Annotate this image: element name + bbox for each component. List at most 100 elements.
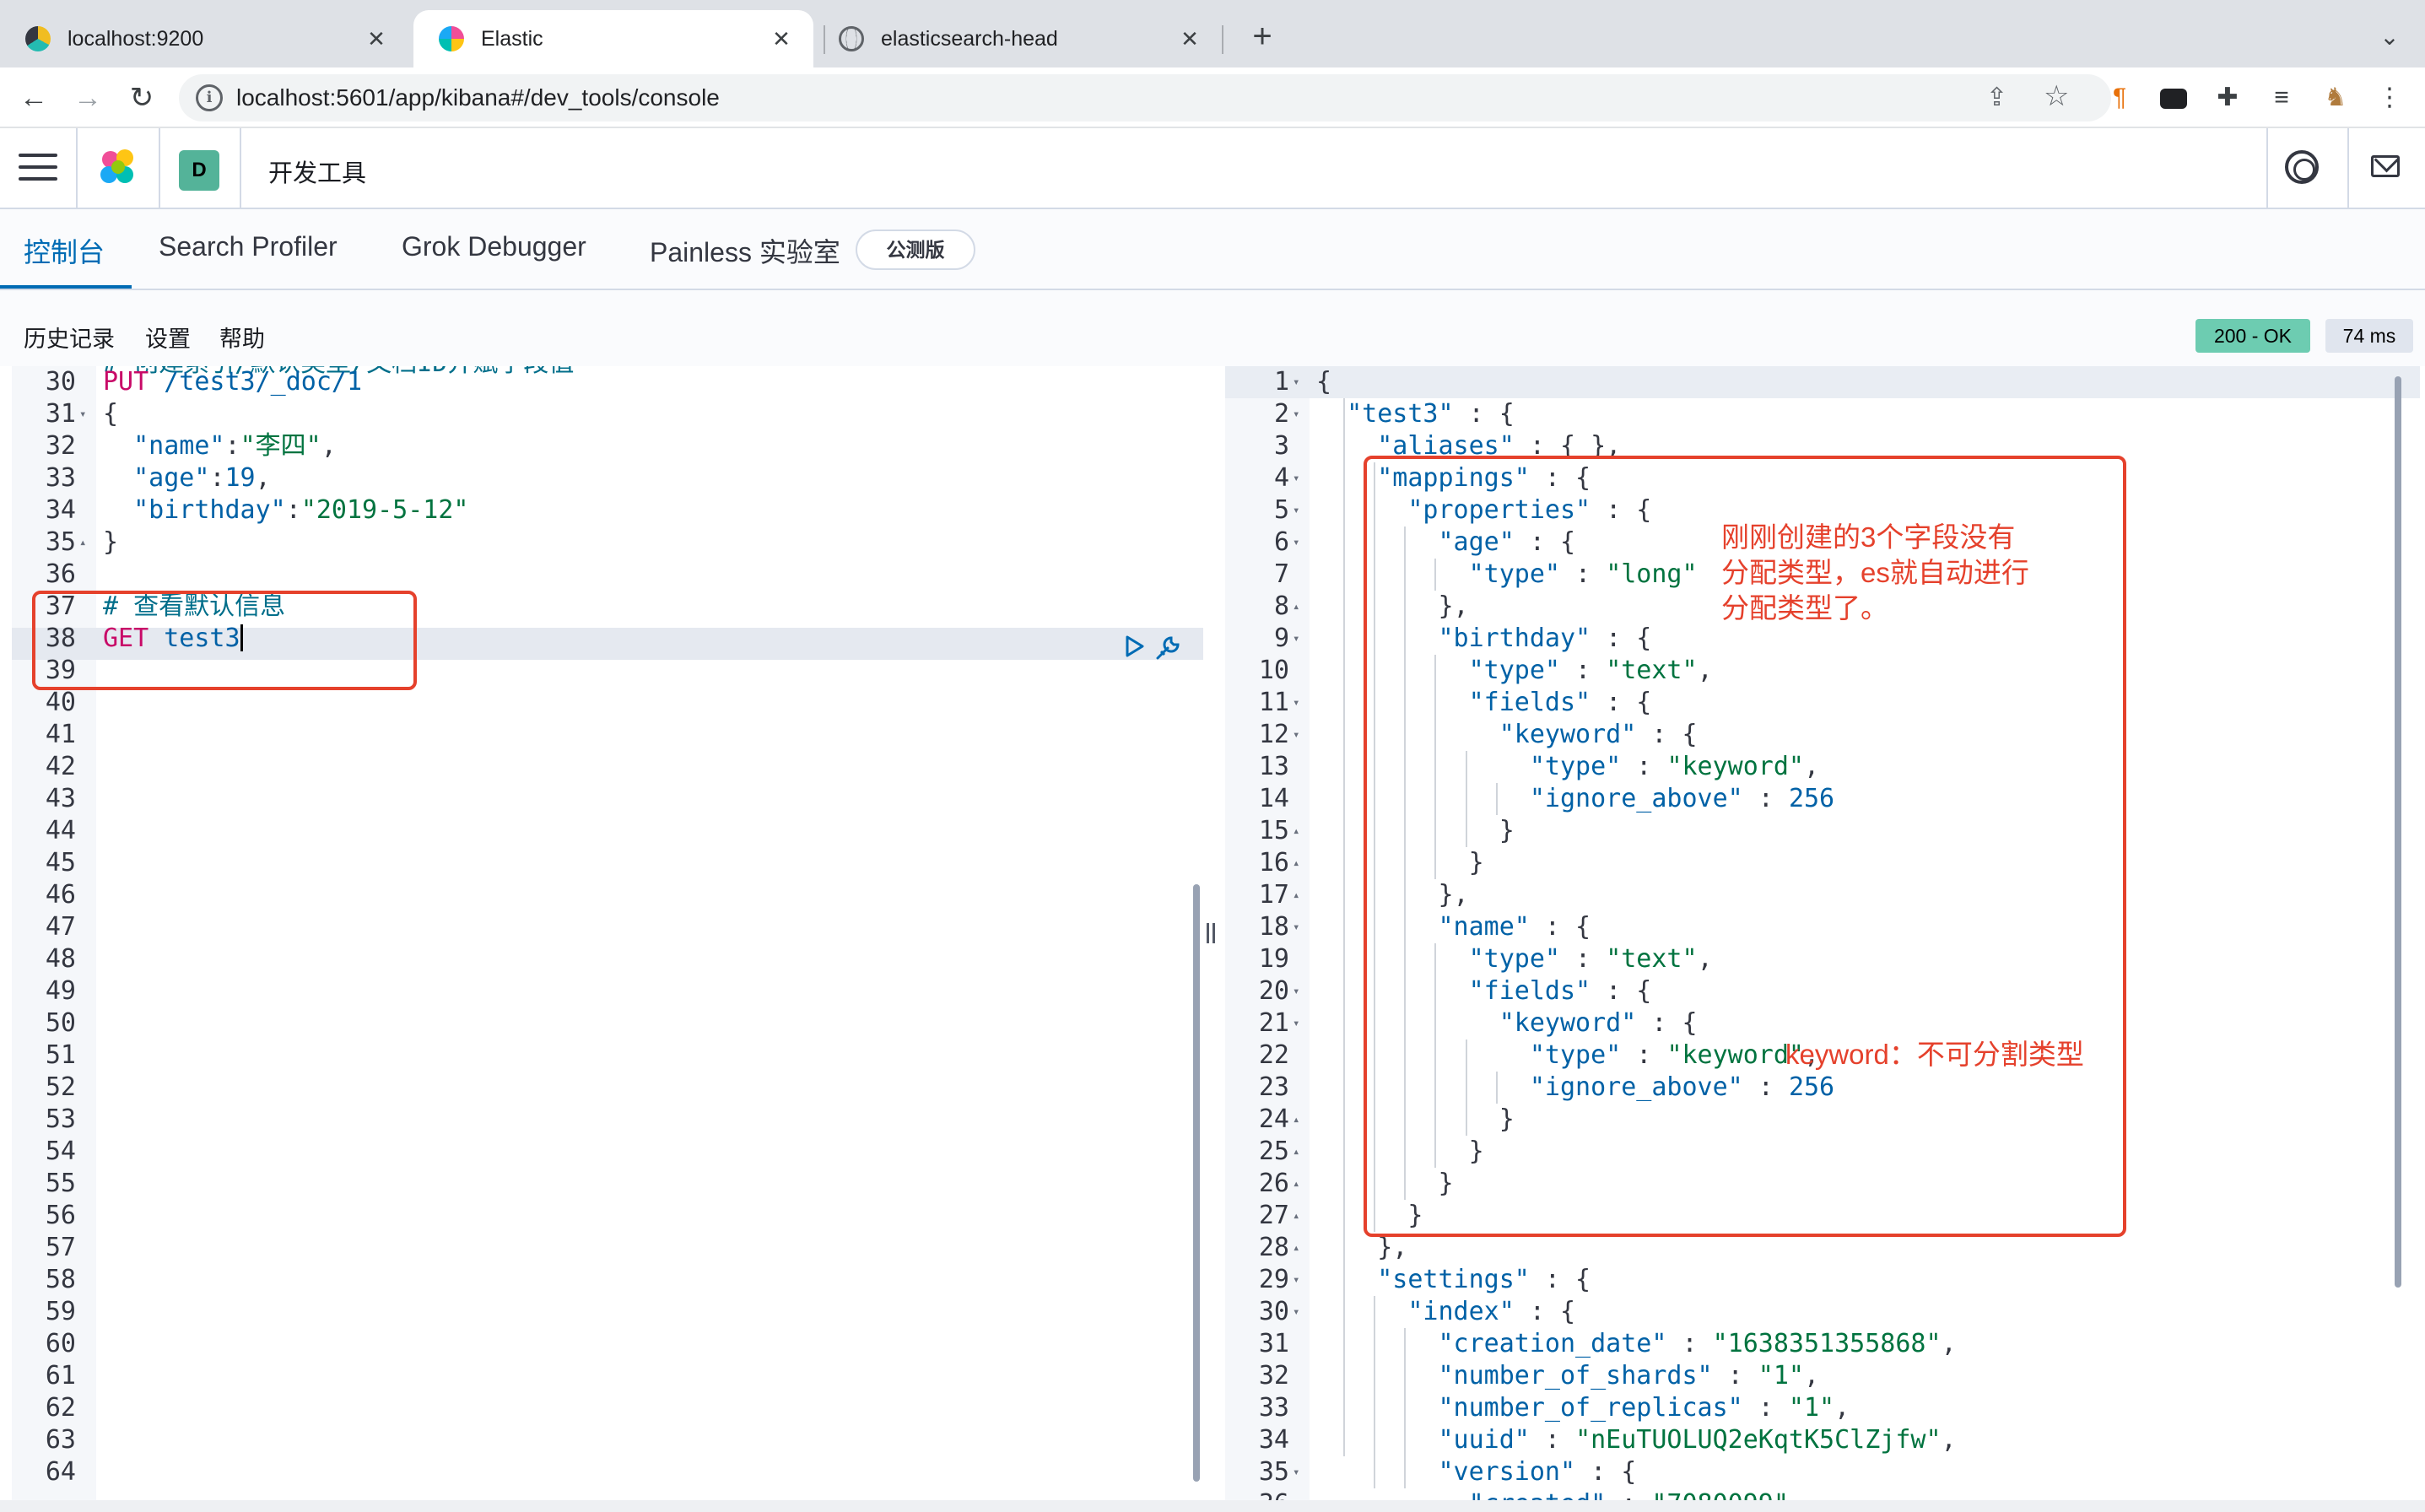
fold-close-icon[interactable]: ▴: [1293, 600, 1300, 613]
fold-open-icon[interactable]: ▾: [1293, 375, 1300, 389]
help-lifebuoy-icon[interactable]: [2285, 150, 2319, 184]
space-avatar[interactable]: D: [179, 150, 219, 191]
app-title-breadcrumb[interactable]: 开发工具: [268, 160, 367, 187]
help-link[interactable]: 帮助: [219, 327, 265, 352]
fold-close-icon[interactable]: ▴: [1293, 1209, 1300, 1223]
code-token: }: [1316, 848, 1484, 878]
chevron-down-icon[interactable]: ⌄: [2379, 24, 2400, 50]
browser-tab-localhost-9200[interactable]: localhost:9200 ✕: [0, 10, 408, 68]
fold-close-icon[interactable]: ▴: [1293, 1177, 1300, 1191]
fold-open-icon[interactable]: ▾: [1293, 985, 1300, 998]
elastic-logo-icon[interactable]: [96, 147, 140, 191]
close-icon[interactable]: ✕: [1180, 25, 1199, 51]
code-token: ,: [1804, 752, 1820, 781]
fold-open-icon[interactable]: ▾: [1293, 921, 1300, 934]
share-icon[interactable]: ⇪: [1986, 84, 2008, 111]
output-scrollbar[interactable]: [2395, 376, 2401, 1288]
fold-open-icon[interactable]: ▾: [1293, 1305, 1300, 1319]
reload-icon[interactable]: ↻: [129, 82, 154, 114]
fold-open-icon[interactable]: ▾: [1293, 1017, 1300, 1030]
history-link[interactable]: 历史记录: [24, 327, 115, 352]
line-number: 36: [45, 559, 76, 589]
line-number: 64: [45, 1457, 76, 1487]
fold-open-icon[interactable]: ▾: [1293, 1466, 1300, 1479]
settings-link[interactable]: 设置: [145, 327, 191, 352]
code-token: "number_of_shards": [1438, 1361, 1713, 1390]
code-line-partial: # 创建索引/默认类型/文档ID并赋予段值: [103, 366, 574, 380]
line-number: 60: [45, 1329, 76, 1358]
wrench-icon[interactable]: [1153, 633, 1183, 663]
tab-title: localhost:9200: [68, 26, 204, 51]
code-token: },: [1316, 880, 1469, 910]
forward-icon[interactable]: →: [73, 82, 102, 114]
fold-close-icon[interactable]: ▴: [1293, 1145, 1300, 1158]
response-output[interactable]: 1▾{2▾ "test3" : {3 "aliases" : { },4▾ "m…: [1225, 366, 2420, 1500]
line-number: 46: [45, 880, 76, 910]
browser-tab-elasticsearch-head[interactable]: elasticsearch-head ✕: [813, 10, 1222, 68]
fold-close-icon[interactable]: ▴: [1293, 1113, 1300, 1126]
close-icon[interactable]: ✕: [772, 25, 791, 51]
tab-grok-debugger[interactable]: Grok Debugger: [402, 231, 586, 262]
address-bar[interactable]: i localhost:5601/app/kibana#/dev_tools/c…: [179, 74, 2111, 122]
newsfeed-mail-icon[interactable]: [2371, 155, 2400, 177]
fold-open-icon[interactable]: ▾: [79, 408, 87, 421]
code-token: PUT: [103, 367, 149, 397]
code-line: "settings" : {: [1316, 1264, 1591, 1296]
more-icon[interactable]: ⋮: [2377, 84, 2402, 111]
close-icon[interactable]: ✕: [367, 25, 386, 51]
code-line: "mappings" : {: [1316, 462, 1591, 494]
code-token: ,: [1941, 1329, 1957, 1358]
reading-list-icon[interactable]: ≡: [2274, 84, 2289, 111]
code-line: "type" : "keyword",: [1316, 751, 1819, 783]
code-token: :: [1621, 1040, 1667, 1070]
send-request-play-icon[interactable]: [1122, 634, 1146, 658]
line-number: 14: [1258, 784, 1289, 813]
tab-search-profiler[interactable]: Search Profiler: [159, 231, 338, 262]
code-token: [103, 495, 133, 525]
site-info-icon[interactable]: i: [196, 84, 223, 111]
fold-open-icon[interactable]: ▾: [1293, 1273, 1300, 1287]
code-token: ,: [1941, 1425, 1957, 1455]
fold-close-icon[interactable]: ▴: [79, 536, 87, 549]
new-tab-button[interactable]: +: [1252, 18, 1272, 55]
fold-open-icon[interactable]: ▾: [1293, 408, 1300, 421]
header-divider: [2266, 128, 2268, 208]
hamburger-menu-icon[interactable]: [19, 154, 57, 184]
fold-close-icon[interactable]: ▴: [1293, 888, 1300, 902]
code-token: "1638351355868": [1712, 1329, 1942, 1358]
glasses-extension-icon[interactable]: [2157, 81, 2190, 115]
fold-open-icon[interactable]: ▾: [1293, 728, 1300, 742]
line-number: 1: [1273, 367, 1289, 397]
line-number: 30: [1258, 1297, 1289, 1326]
line-number: 11: [1258, 688, 1289, 717]
paragraph-extension-icon[interactable]: ¶: [2112, 84, 2127, 111]
code-token: [1316, 399, 1347, 429]
indent-guide: [1434, 943, 1437, 1168]
bookmark-star-icon[interactable]: ☆: [2044, 80, 2070, 112]
fold-close-icon[interactable]: ▴: [1293, 1241, 1300, 1255]
browser-tab-elastic[interactable]: Elastic ✕: [413, 10, 813, 68]
profile-avatar-icon[interactable]: ♞: [2324, 84, 2347, 111]
code-token: "version": [1438, 1457, 1576, 1487]
fold-open-icon[interactable]: ▾: [1293, 536, 1300, 549]
tab-separator: [824, 25, 825, 54]
url-text[interactable]: localhost:5601/app/kibana#/dev_tools/con…: [236, 84, 720, 111]
fold-open-icon[interactable]: ▾: [1293, 472, 1300, 485]
code-line: }: [1316, 815, 1515, 847]
tab-painless-lab[interactable]: Painless 实验室: [650, 237, 840, 267]
line-number: 36: [1225, 1488, 1289, 1500]
line-number: 50: [45, 1008, 76, 1038]
editor-scrollbar[interactable]: [1193, 884, 1200, 1482]
fold-open-icon[interactable]: ▾: [1293, 632, 1300, 645]
drag-handle-icon[interactable]: [1205, 923, 1218, 943]
fold-close-icon[interactable]: ▴: [1293, 824, 1300, 838]
fold-open-icon[interactable]: ▾: [1293, 504, 1300, 517]
code-token: "birthday": [133, 495, 286, 525]
back-icon[interactable]: ←: [19, 82, 48, 114]
fold-open-icon[interactable]: ▾: [1293, 696, 1300, 710]
tab-console[interactable]: 控制台: [24, 237, 105, 267]
fold-close-icon[interactable]: ▴: [1293, 856, 1300, 870]
extension-icon[interactable]: ✚: [2217, 84, 2239, 111]
code-line: "index" : {: [1316, 1296, 1575, 1328]
